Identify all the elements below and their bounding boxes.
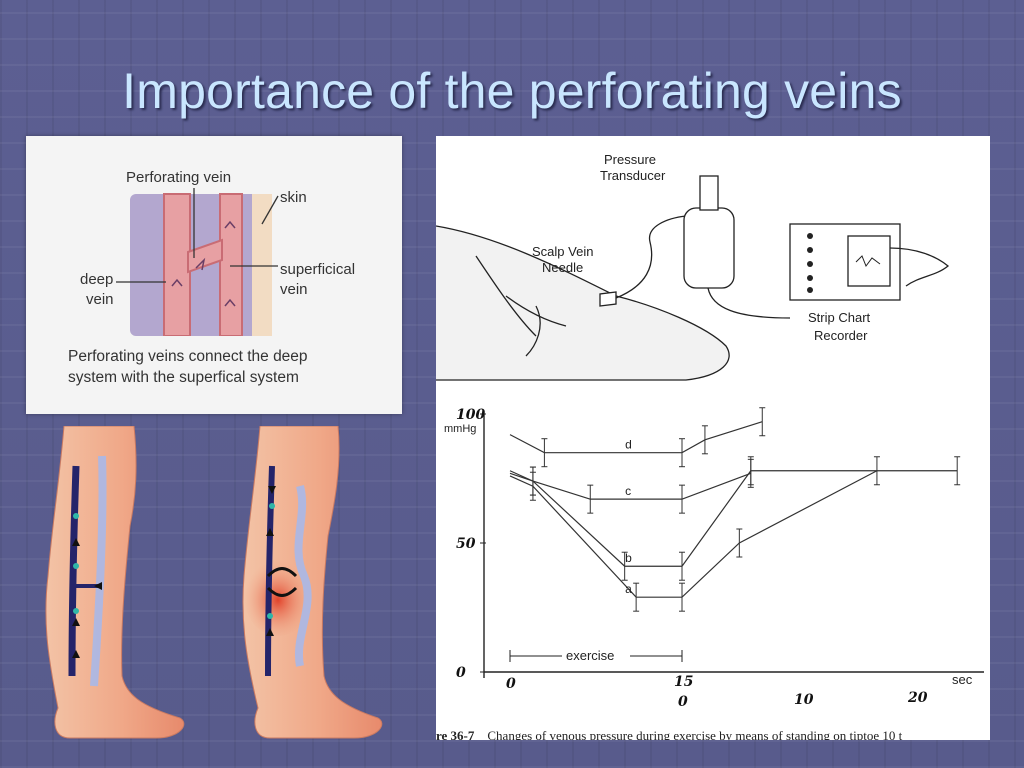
label-pressure: Pressure <box>604 152 656 167</box>
vein-illustration: Perforating vein skin deep vein superfic… <box>80 169 355 336</box>
series-label-c: c <box>625 484 631 498</box>
figure-caption: re 36-7 Changes of venous pressure durin… <box>436 728 902 740</box>
series-line-d <box>509 421 763 454</box>
perforating-vein-diagram: Perforating vein skin deep vein superfic… <box>26 136 402 414</box>
label-recorder: Recorder <box>814 328 868 343</box>
x-tick-label: 0 <box>506 676 516 692</box>
label-scalp-vein: Scalp Vein <box>532 244 593 259</box>
diagram-caption-line: Perforating veins connect the deep <box>68 348 308 365</box>
diagram-caption-line: system with the superfical system <box>68 369 299 386</box>
slide-title: Importance of the perforating veins <box>122 63 902 119</box>
series-label-d: d <box>625 438 632 452</box>
series-line-a <box>509 470 878 598</box>
flow-arrow-icon <box>94 582 102 590</box>
venous-pressure-figure: Pressure Transducer Scalp Vein Needle St… <box>436 136 990 740</box>
y-tick-label: 50 <box>456 536 476 552</box>
deep-vein-line <box>68 465 80 677</box>
x-tick-label: 20 <box>907 690 928 706</box>
varicose-vein-line <box>294 484 312 667</box>
x-axis-label: sec <box>952 672 973 687</box>
apparatus-drawing <box>436 175 950 381</box>
label-skin: skin <box>280 189 307 206</box>
valve-icon <box>171 278 183 287</box>
label-deep-vein-2: vein <box>86 291 114 308</box>
figure-caption-text: Changes of venous pressure during exerci… <box>487 728 903 740</box>
y-tick-label: 0 <box>456 665 466 681</box>
label-superficial-vein-2: vein <box>280 281 308 298</box>
label-deep-vein-1: deep <box>80 271 113 288</box>
superficial-vein-line <box>90 455 107 687</box>
valve-icon <box>224 298 236 307</box>
flow-arrow-icon <box>72 538 80 546</box>
series-label-a: a <box>625 582 632 596</box>
figure-caption-prefix: re 36-7 <box>436 728 475 740</box>
label-perforating-vein: Perforating vein <box>126 169 231 186</box>
series-label-b: b <box>625 551 632 565</box>
x-tick-label: 10 <box>794 692 814 708</box>
valve-icon <box>224 220 236 229</box>
flow-arrow-icon <box>266 628 274 636</box>
skin-layer <box>252 194 272 336</box>
figure-canvas: Pressure Transducer Scalp Vein Needle St… <box>436 152 984 710</box>
transducer-icon <box>683 207 735 289</box>
label-strip-chart: Strip Chart <box>808 310 871 325</box>
leg-incompetent-perforator <box>242 426 383 739</box>
diagram-caption: Perforating veins connect the deep syste… <box>68 346 388 388</box>
reflux-arrow-icon <box>266 567 298 597</box>
flow-arrow-icon <box>268 486 276 494</box>
recorder-dots <box>807 233 813 293</box>
needle-icon <box>599 291 617 307</box>
superficial-vein <box>219 193 243 336</box>
y-tick-label: 100 <box>456 407 485 423</box>
valve-icon <box>195 257 206 271</box>
flow-arrow-icon <box>266 528 274 536</box>
x-tick-label: 0 <box>678 694 688 710</box>
exercise-label: exercise <box>566 648 614 663</box>
leg-normal <box>45 426 185 739</box>
label-needle: Needle <box>542 260 583 275</box>
x-tick-label: 15 <box>674 674 693 690</box>
perforating-vein <box>187 238 223 274</box>
label-superficial-vein-1: superficical <box>280 261 355 278</box>
flow-arrow-icon <box>72 650 80 658</box>
deep-vein <box>163 193 191 336</box>
y-axis-label: mmHg <box>444 423 476 435</box>
series-line-b <box>509 470 958 567</box>
flow-arrow-icon <box>72 618 80 626</box>
label-transducer: Transducer <box>600 168 666 183</box>
leg-illustrations <box>45 426 383 739</box>
